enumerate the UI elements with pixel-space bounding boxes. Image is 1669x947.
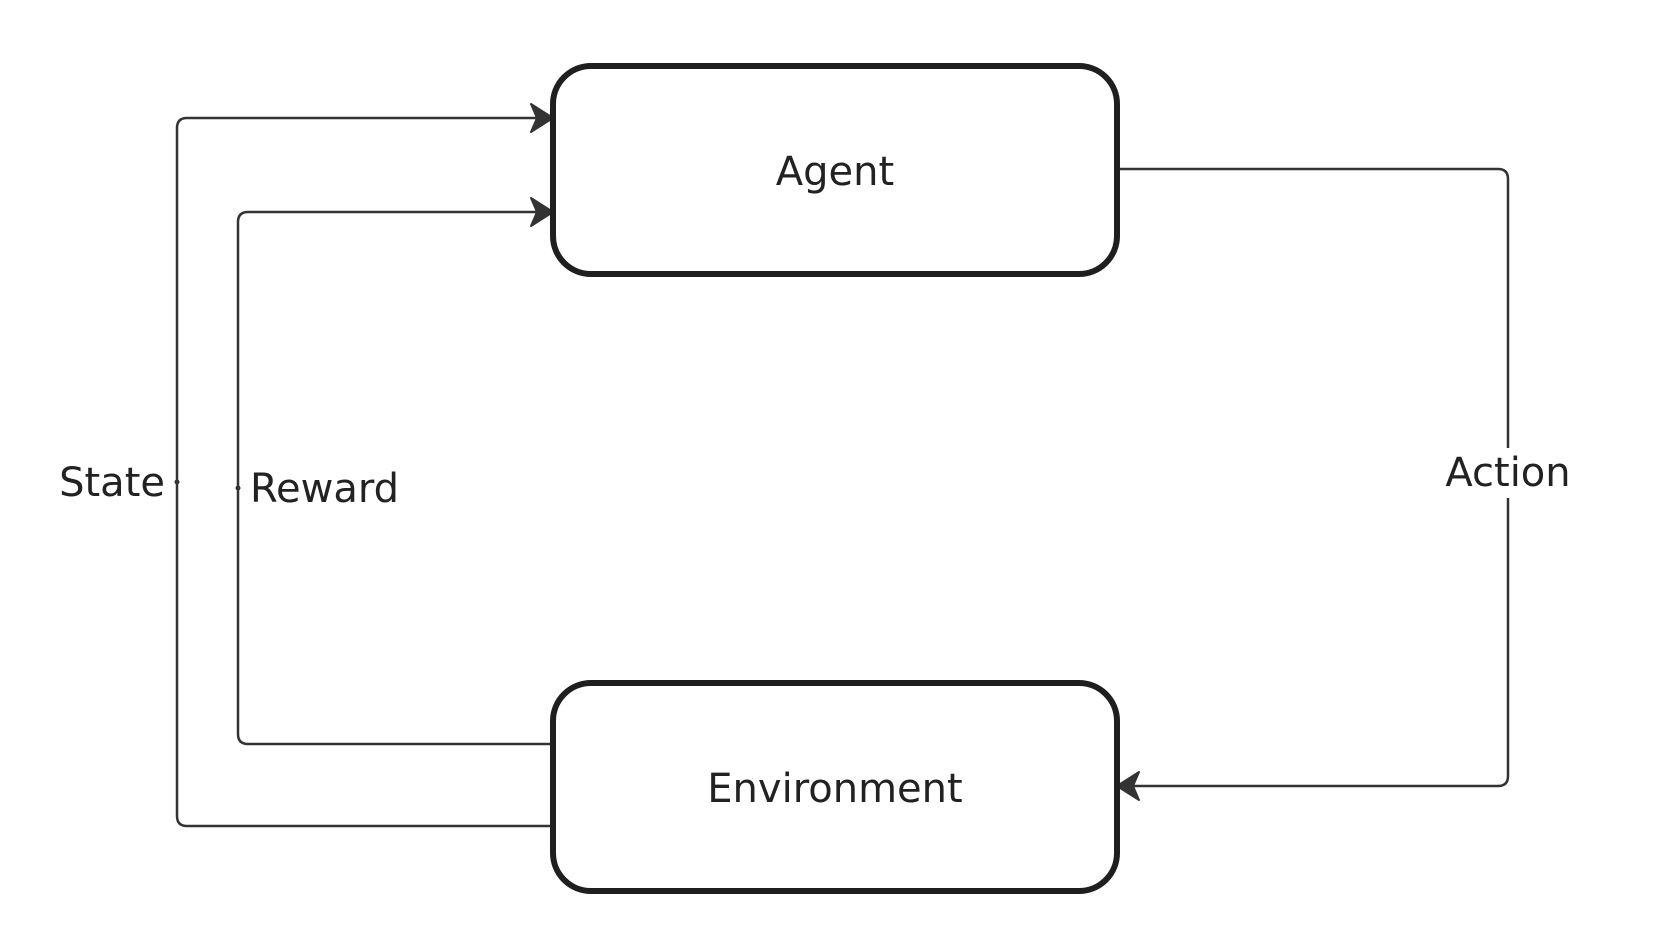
- environment-node-label: Environment: [707, 766, 962, 812]
- state-edge-label: State: [59, 460, 165, 506]
- action-edge-label: Action: [1445, 450, 1570, 496]
- agent-node-box: [550, 63, 1120, 277]
- state-label-connector-dot: [174, 479, 180, 485]
- state-edge[interactable]: [175, 103, 555, 828]
- reward-edge-line: [236, 210, 555, 746]
- reward-edge-label: Reward: [250, 466, 399, 512]
- environment-node[interactable]: Environment: [550, 680, 1120, 894]
- action-label-background: [1444, 448, 1572, 498]
- reward-label-connector-dot: [235, 485, 241, 491]
- agent-node-label: Agent: [776, 149, 894, 195]
- state-arrowhead-icon: [530, 103, 554, 133]
- environment-node-box: [550, 680, 1120, 894]
- reward-edge[interactable]: [236, 197, 555, 746]
- action-arrowhead-icon: [1116, 771, 1140, 801]
- agent-node[interactable]: Agent: [550, 63, 1120, 277]
- state-edge-line: [175, 116, 555, 828]
- reward-arrowhead-icon: [530, 197, 554, 227]
